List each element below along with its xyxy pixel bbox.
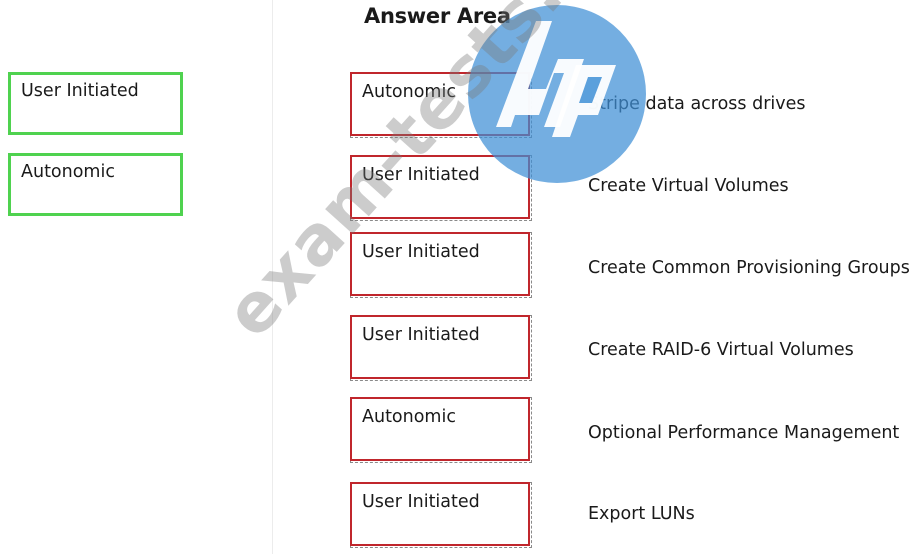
panel-divider [272, 0, 273, 554]
answer-slot-6[interactable]: User Initiated [350, 482, 532, 548]
option-autonomic[interactable]: Autonomic [8, 153, 183, 216]
task-label: Create RAID-6 Virtual Volumes [588, 340, 854, 360]
option-label: User Initiated [21, 81, 139, 101]
answer-slot-2[interactable]: User Initiated [350, 155, 532, 221]
task-label: Optional Performance Management [588, 423, 900, 443]
answer-area-title: Answer Area [364, 4, 511, 28]
option-user-initiated[interactable]: User Initiated [8, 72, 183, 135]
answer-label: User Initiated [362, 242, 480, 262]
answer-slot-1[interactable]: Autonomic [350, 72, 532, 138]
answer-label: Autonomic [362, 82, 456, 102]
answer-box[interactable]: User Initiated [350, 482, 530, 546]
answer-label: Autonomic [362, 407, 456, 427]
answer-label: User Initiated [362, 325, 480, 345]
answer-box[interactable]: User Initiated [350, 232, 530, 296]
answer-slot-4[interactable]: User Initiated [350, 315, 532, 381]
answer-label: User Initiated [362, 492, 480, 512]
task-label: Create Virtual Volumes [588, 176, 789, 196]
task-label: Export LUNs [588, 504, 695, 524]
answer-slot-3[interactable]: User Initiated [350, 232, 532, 298]
answer-slot-5[interactable]: Autonomic [350, 397, 532, 463]
answer-label: User Initiated [362, 165, 480, 185]
task-label: Create Common Provisioning Groups [588, 258, 910, 278]
option-label: Autonomic [21, 162, 115, 182]
answer-box[interactable]: User Initiated [350, 315, 530, 379]
answer-box[interactable]: User Initiated [350, 155, 530, 219]
answer-box[interactable]: Autonomic [350, 397, 530, 461]
hp-logo-watermark [468, 5, 646, 183]
